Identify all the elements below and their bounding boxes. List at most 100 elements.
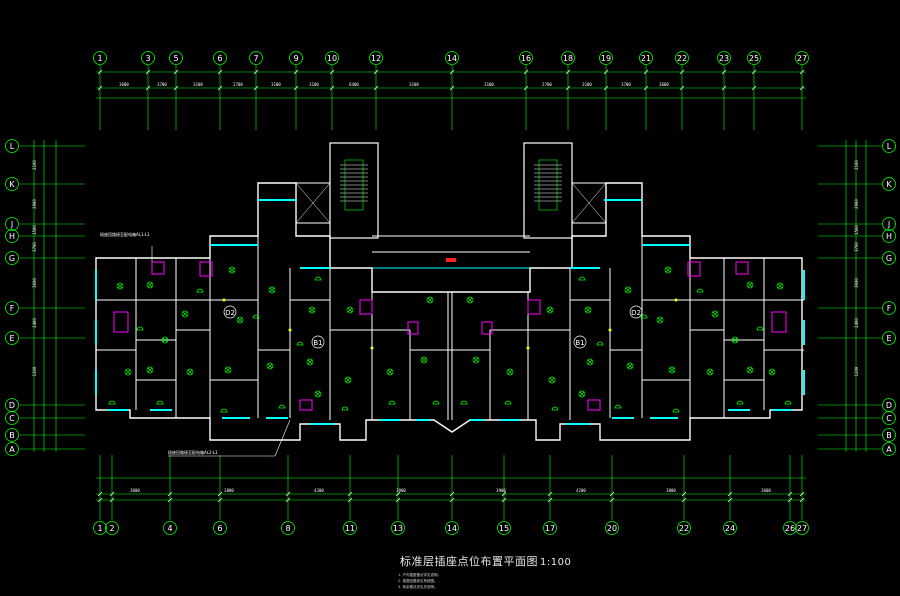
- dim-tick: [501, 491, 507, 497]
- dim-tick: [347, 497, 353, 503]
- dim-tick: [799, 491, 805, 497]
- dim-label: 3600: [761, 488, 771, 493]
- axis-bubble-left: [5, 428, 19, 442]
- axis-bubble-left: [5, 217, 19, 231]
- socket-symbol: [269, 287, 275, 293]
- outlet-symbol: [156, 400, 164, 405]
- dim-label: 1500: [32, 225, 37, 235]
- unit-tag-label: B1: [575, 339, 584, 347]
- socket-symbol: [387, 369, 393, 375]
- axis-bubble-left-label: B: [9, 431, 15, 440]
- axis-bubble-right-label: K: [886, 180, 892, 189]
- dim-tick: [565, 85, 571, 91]
- socket-symbol: [731, 336, 739, 344]
- socket-symbol: [182, 311, 188, 317]
- socket-symbol: [548, 376, 556, 384]
- socket-symbol: [657, 317, 663, 323]
- socket-symbol: [344, 376, 352, 384]
- dim-tick: [523, 69, 529, 75]
- dim-label: 2100: [854, 160, 859, 170]
- dim-label: 3900: [396, 488, 406, 493]
- socket-symbol: [732, 337, 738, 343]
- socket-symbol: [586, 358, 594, 366]
- dim-tick: [173, 85, 179, 91]
- dim-label: 3800: [224, 488, 234, 493]
- stair-flight: [344, 159, 364, 211]
- axis-bubble-top-label: 25: [749, 54, 759, 63]
- socket-symbol: [345, 377, 351, 383]
- outlet-symbol: [432, 400, 440, 405]
- socket-symbol: [547, 307, 553, 313]
- socket-symbol: [579, 391, 585, 397]
- socket-symbol: [314, 390, 322, 398]
- dim-tick: [217, 497, 223, 503]
- fixture: [407, 321, 419, 335]
- dim-tick: [293, 85, 299, 91]
- stair-flight: [538, 159, 558, 211]
- outlet-symbol: [314, 276, 322, 281]
- socket-symbol: [186, 368, 194, 376]
- socket-symbol: [578, 390, 586, 398]
- axis-bubble-top-label: 21: [641, 54, 651, 63]
- axis-bubble-bottom: [281, 521, 295, 535]
- note-line: 2. 插座回路参见系统图。: [398, 579, 438, 583]
- dim-tick: [681, 497, 687, 503]
- dim-tick: [523, 85, 529, 91]
- axis-bubble-top-label: 12: [371, 54, 381, 63]
- dim-label: 2100: [32, 160, 37, 170]
- dim-label: 3600: [119, 82, 129, 87]
- axis-bubble-top-label: 6: [217, 54, 222, 63]
- axis-bubble-top-label: 9: [293, 54, 298, 63]
- dim-label: 1200: [854, 366, 859, 376]
- dim-tick: [547, 497, 553, 503]
- socket-symbol: [268, 286, 276, 294]
- dim-label: 3600: [32, 278, 37, 288]
- socket-symbol: [236, 316, 244, 324]
- axis-bubble-top-label: 3: [145, 54, 150, 63]
- fixture: [687, 261, 701, 277]
- dim-label: 2900: [854, 199, 859, 209]
- dim-tick: [721, 69, 727, 75]
- dim-tick: [347, 491, 353, 497]
- axis-bubble-right: [882, 331, 896, 345]
- socket-symbol: [146, 366, 154, 374]
- outlet-symbol: [614, 404, 622, 409]
- axis-bubble-left-label: F: [10, 304, 15, 313]
- dim-tick: [501, 497, 507, 503]
- axis-bubble-top: [561, 51, 575, 65]
- stair-core-right: [523, 142, 573, 239]
- socket-symbol: [420, 356, 428, 364]
- socket-symbol: [116, 282, 124, 290]
- outlet-symbol: [388, 400, 396, 405]
- dim-tick: [167, 491, 173, 497]
- dim-label: 3100: [193, 82, 203, 87]
- axis-bubble-bottom: [795, 521, 809, 535]
- dim-label: 2400: [854, 318, 859, 328]
- unit-tag: [223, 305, 237, 319]
- dim-tick: [727, 491, 733, 497]
- dim-label: 4200: [576, 488, 586, 493]
- dim-label: 4200: [314, 488, 324, 493]
- dim-tick: [145, 85, 151, 91]
- dim-tick: [167, 497, 173, 503]
- dim-tick: [449, 497, 455, 503]
- dim-tick: [449, 85, 455, 91]
- note-line: 3. 其余做法详见总说明。: [398, 585, 438, 589]
- socket-symbol: [426, 296, 434, 304]
- unit-tag: [311, 335, 325, 349]
- axis-bubble-right: [882, 229, 896, 243]
- axis-bubble-left-label: E: [9, 334, 14, 343]
- dim-label: 2700: [233, 82, 243, 87]
- socket-symbol: [665, 267, 671, 273]
- dim-tick: [643, 85, 649, 91]
- dim-tick: [547, 491, 553, 497]
- outlet-symbol: [672, 408, 680, 413]
- unit-tag-label: D2: [631, 309, 641, 317]
- axis-bubble-left-label: J: [10, 220, 13, 229]
- dim-tick: [173, 69, 179, 75]
- dim-tick: [97, 497, 103, 503]
- socket-symbol: [627, 363, 633, 369]
- socket-symbol: [306, 358, 314, 366]
